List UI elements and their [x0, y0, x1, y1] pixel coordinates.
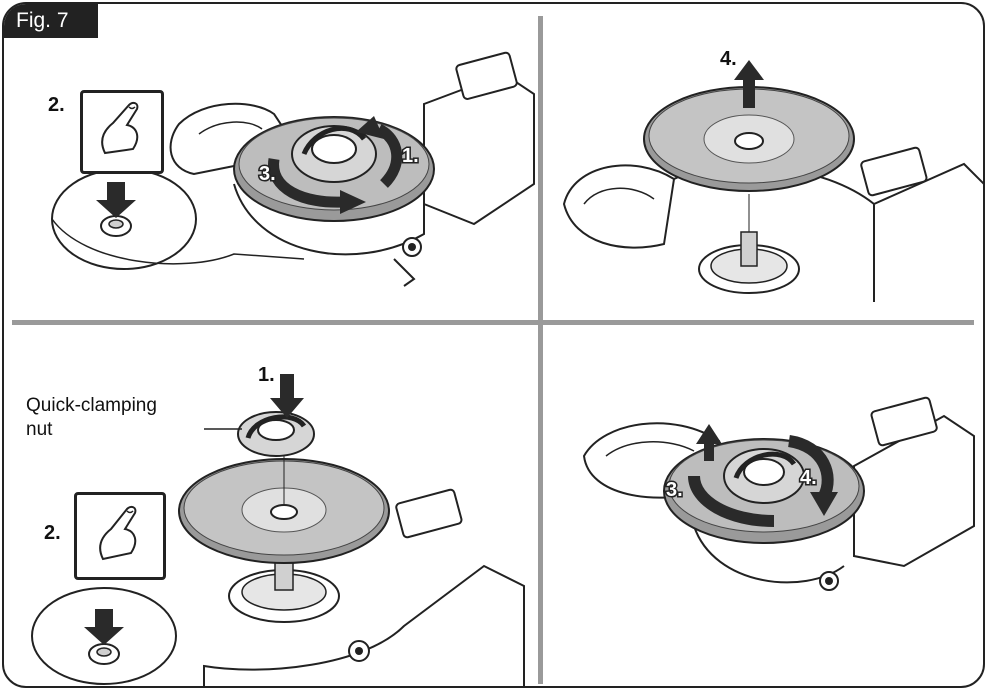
callout-line-1: Quick-clamping	[26, 394, 157, 418]
step-4-label: 4.	[720, 48, 737, 71]
step-1-label: 1.	[258, 364, 275, 387]
grinder-illustration	[544, 4, 984, 316]
callout-line-2: nut	[26, 418, 157, 442]
step-label: 3.	[259, 163, 276, 185]
step-2-label: 2.	[44, 522, 61, 545]
finger-press-box	[80, 90, 164, 174]
grinder-illustration: 3. 4.	[544, 326, 984, 688]
step-2-label: 2.	[48, 94, 65, 117]
finger-press-icon	[77, 495, 163, 577]
step-label: 3.	[666, 479, 683, 501]
horizontal-divider	[12, 320, 974, 325]
panel-top-right: 4.	[544, 4, 984, 316]
finger-press-icon	[83, 93, 161, 171]
quick-clamping-nut-callout: Quick-clamping nut	[26, 394, 157, 442]
panel-bottom-right: 3. 4.	[544, 326, 984, 688]
panel-top-left: 1. 3. 2.	[4, 4, 534, 316]
step-label: 4.	[800, 467, 817, 489]
finger-press-box	[74, 492, 166, 580]
panel-bottom-left: 1. Quick-clamping nut 2.	[4, 326, 534, 688]
vertical-divider	[538, 16, 543, 684]
step-label: 1.	[402, 145, 419, 167]
